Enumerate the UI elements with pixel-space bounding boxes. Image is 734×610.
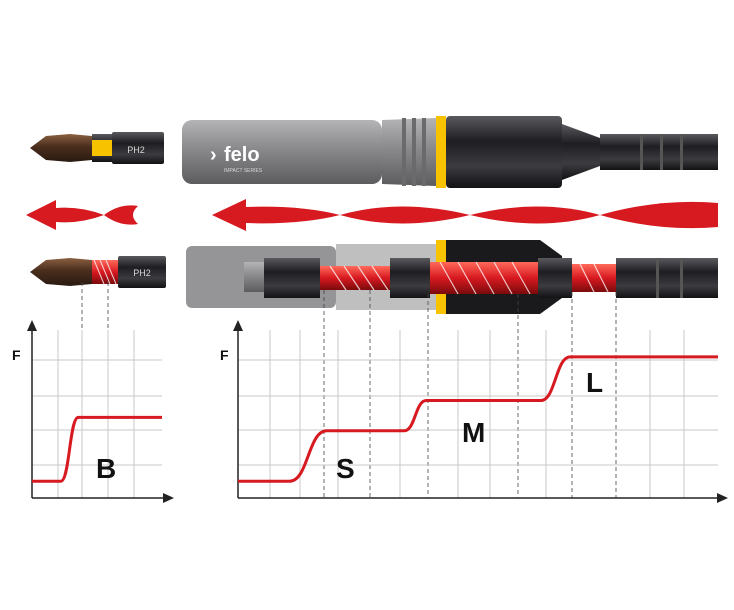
axis-arrow-icon [233,320,243,331]
twist-arrow-left [26,200,138,230]
yellow-ring-icon [92,140,112,156]
arrow-left-icon [26,200,104,230]
grid-right [238,330,718,498]
axis-arrow-icon [27,320,37,331]
spring-zone-icon [430,262,538,294]
twist-arrow-right [212,199,718,231]
force-curve-right [238,355,718,483]
axis-arrow-icon [163,493,174,503]
chart-right: F S M L [220,320,728,503]
grid-left [32,330,162,498]
bit-cutaway: PH2 [30,256,166,288]
zone-label-m: M [462,417,485,448]
zone-label-b: B [96,453,116,484]
spring-zone-icon [572,264,616,292]
bit-engraving: PH2 [127,145,145,155]
brand-mark: › [210,144,217,166]
brand-subtext: IMPACT SERIES [224,168,263,174]
arrow-left-icon [212,199,340,231]
y-axis-label-right: F [220,347,229,363]
chart-left: F B [12,320,174,503]
y-axis-label-left: F [12,347,21,363]
svg-text:PH2: PH2 [133,268,151,278]
bit-top: PH2 [30,132,164,164]
zone-label-s: S [336,453,355,484]
spring-zone-icon [320,266,390,290]
zone-label-l: L [586,367,603,398]
twist-icon [104,205,138,225]
holder-cutaway [186,240,718,314]
brand-logo: felo [224,144,260,166]
force-curve-left [32,415,162,483]
bit-holder-top: › felo IMPACT SERIES [182,116,718,188]
axis-arrow-icon [717,493,728,503]
